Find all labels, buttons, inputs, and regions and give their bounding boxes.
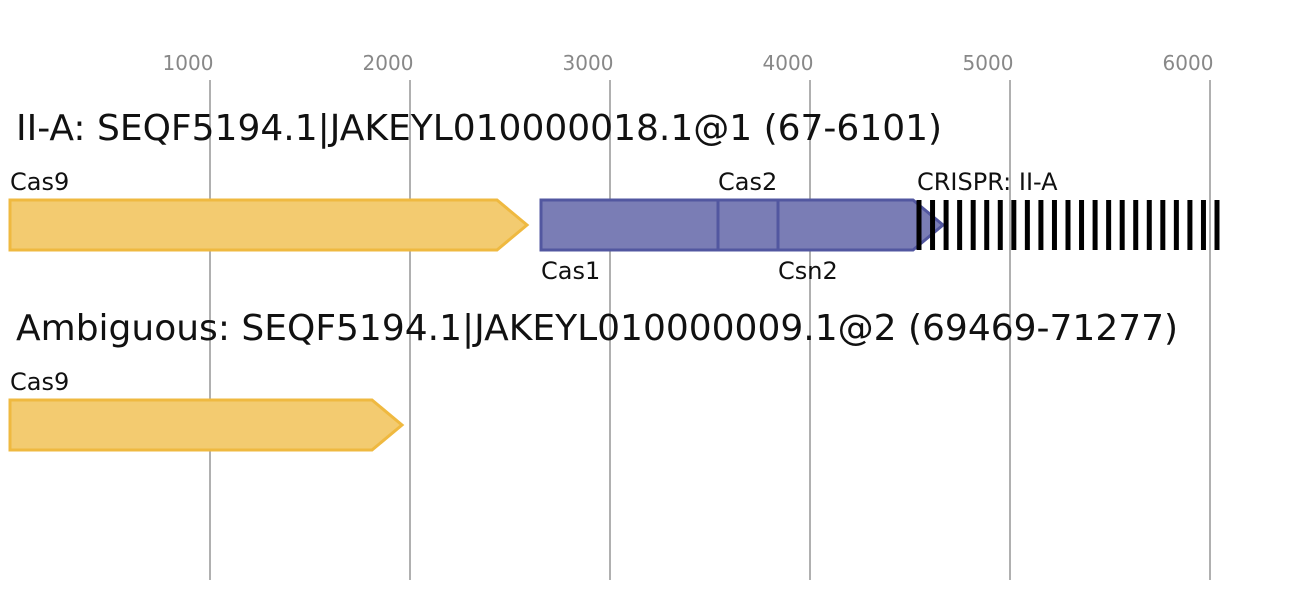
crispr-repeat: [997, 200, 1003, 250]
track-title: Ambiguous: SEQF5194.1|JAKEYL010000009.1@…: [16, 308, 1178, 349]
crispr-repeat: [1187, 200, 1193, 250]
crispr-repeat: [1038, 200, 1044, 250]
crispr-repeat: [1160, 200, 1166, 250]
gene-arrow-cas9[interactable]: [8, 398, 405, 452]
crispr-repeat: [1214, 200, 1220, 250]
crispr-repeat: [1146, 200, 1152, 250]
gene-label: Cas9: [10, 168, 69, 196]
crispr-repeat: [1200, 200, 1206, 250]
coordinate-grid: 1000 2000 3000 4000 5000 6000: [163, 51, 1214, 580]
gene-arrow-cas9[interactable]: [8, 198, 530, 252]
crispr-repeat: [943, 200, 949, 250]
tick-label: 6000: [1163, 51, 1214, 75]
tick-label: 2000: [363, 51, 414, 75]
crispr-repeat: [1011, 200, 1017, 250]
crispr-repeat: [930, 200, 936, 250]
crispr-repeat: [1079, 200, 1085, 250]
crispr-repeat: [957, 200, 963, 250]
tracks: II-A: SEQF5194.1|JAKEYL010000018.1@1 (67…: [8, 108, 1220, 452]
crispr-repeat: [1024, 200, 1030, 250]
gene-arrow-csn2[interactable]: [776, 198, 946, 252]
tick-label: 3000: [563, 51, 614, 75]
gene-label: Csn2: [778, 257, 838, 285]
crispr-repeat: [1133, 200, 1139, 250]
gene-label: Cas2: [718, 168, 777, 196]
crispr-repeat: [970, 200, 976, 250]
gene-label: Cas9: [10, 368, 69, 396]
crispr-repeat: [1173, 200, 1179, 250]
tick-label: 1000: [163, 51, 214, 75]
crispr-repeat: [1051, 200, 1057, 250]
tick-label: 4000: [763, 51, 814, 75]
track: Ambiguous: SEQF5194.1|JAKEYL010000009.1@…: [8, 308, 1178, 452]
crispr-repeat: [916, 200, 922, 250]
crispr-repeat: [1065, 200, 1071, 250]
crispr-repeat: [1119, 200, 1125, 250]
tick-label: 5000: [963, 51, 1014, 75]
crispr-repeat: [1106, 200, 1112, 250]
gene-label: Cas1: [541, 257, 600, 285]
track: II-A: SEQF5194.1|JAKEYL010000018.1@1 (67…: [8, 108, 1220, 285]
track-title: II-A: SEQF5194.1|JAKEYL010000018.1@1 (67…: [16, 108, 942, 149]
crispr-label: CRISPR: II-A: [917, 168, 1058, 196]
crispr-repeat: [1092, 200, 1098, 250]
crispr-repeat: [984, 200, 990, 250]
